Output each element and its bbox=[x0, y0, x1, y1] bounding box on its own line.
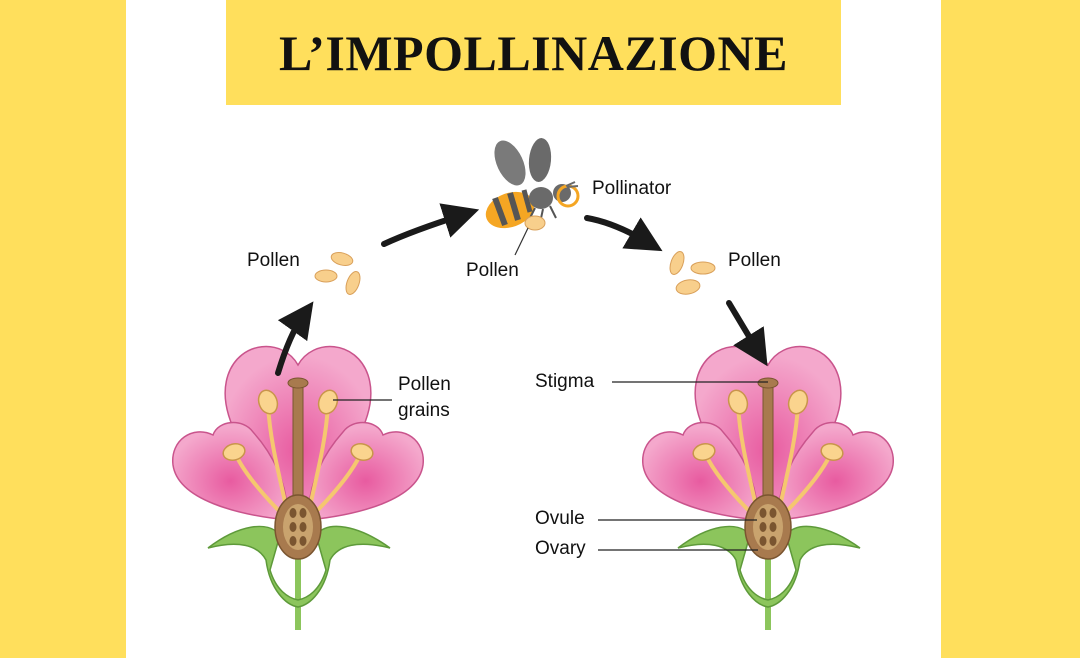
arrow-to-bee bbox=[381, 203, 480, 247]
arrow-up bbox=[275, 301, 314, 376]
label-pollen-bee: Pollen bbox=[466, 260, 519, 281]
label-pollen-grains-2: grains bbox=[398, 400, 450, 421]
label-pollen-right: Pollen bbox=[728, 250, 781, 271]
label-stigma: Stigma bbox=[535, 371, 595, 392]
pollen-cluster-left bbox=[314, 252, 361, 295]
label-ovule: Ovule bbox=[535, 508, 585, 529]
page-title: L’IMPOLLINAZIONE bbox=[278, 24, 789, 81]
leader-lines bbox=[333, 381, 768, 551]
pollen-cluster-right bbox=[669, 251, 716, 295]
arrow-down bbox=[726, 300, 768, 367]
flower-left bbox=[173, 347, 424, 630]
flower-right bbox=[643, 347, 894, 630]
title-banner: L’IMPOLLINAZIONE bbox=[226, 0, 841, 105]
bee-icon bbox=[485, 138, 580, 256]
label-pollen-left: Pollen bbox=[247, 250, 300, 271]
arrow-from-bee bbox=[584, 215, 663, 252]
label-ovary: Ovary bbox=[535, 538, 586, 559]
flow-arrows bbox=[275, 203, 768, 376]
label-pollinator: Pollinator bbox=[592, 178, 672, 199]
label-pollen-grains-1: Pollen bbox=[398, 374, 451, 395]
